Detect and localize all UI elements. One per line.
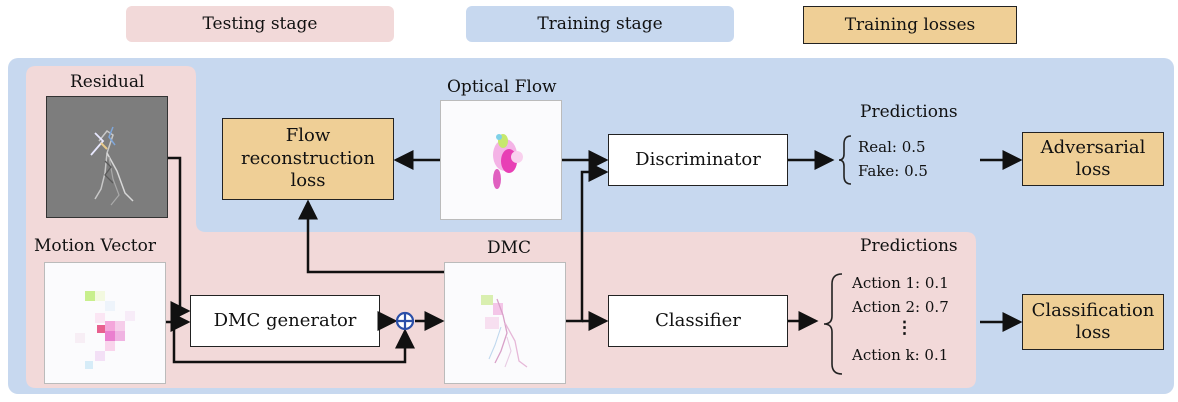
prediction-action-1: Action 1: 0.1	[852, 274, 949, 292]
classification-loss-text: Classification loss	[1031, 299, 1155, 344]
classifier-text: Classifier	[655, 309, 741, 331]
dmc-generator-text: DMC generator	[213, 309, 357, 331]
motion-vector-image	[44, 262, 166, 384]
adversarial-loss-box: Adversarial loss	[1022, 132, 1164, 186]
legend-losses: Training losses	[803, 6, 1017, 44]
legend-training: Training stage	[466, 6, 734, 42]
left-brace-icon	[822, 272, 844, 380]
dmc-image	[444, 262, 566, 384]
classifier-box: Classifier	[608, 295, 788, 347]
classification-loss-box: Classification loss	[1022, 294, 1164, 350]
predictions-bottom-title: Predictions	[860, 236, 958, 256]
optical-flow-label: Optical Flow	[447, 77, 557, 97]
discriminator-box: Discriminator	[608, 134, 788, 186]
circle-plus-icon	[395, 311, 415, 335]
flow-reconstruction-loss-text: Flow reconstruction loss	[241, 125, 375, 192]
prediction-fake: Fake: 0.5	[858, 162, 928, 180]
residual-label: Residual	[70, 72, 145, 92]
legend-testing: Testing stage	[126, 6, 394, 42]
dmc-generator-box: DMC generator	[190, 295, 380, 347]
residual-image	[46, 96, 168, 218]
dmc-label: DMC	[487, 238, 532, 258]
prediction-action-k: Action k: 0.1	[852, 346, 949, 364]
prediction-action-2: Action 2: 0.7	[852, 298, 949, 316]
predictions-top-title: Predictions	[860, 102, 958, 122]
prediction-real: Real: 0.5	[858, 138, 926, 156]
adversarial-loss-text: Adversarial loss	[1040, 136, 1146, 181]
motion-vector-label: Motion Vector	[34, 236, 156, 256]
optical-flow-image	[440, 100, 562, 220]
discriminator-text: Discriminator	[635, 148, 761, 170]
left-brace-icon	[838, 134, 854, 190]
prediction-ellipsis: ⋮	[896, 318, 913, 338]
